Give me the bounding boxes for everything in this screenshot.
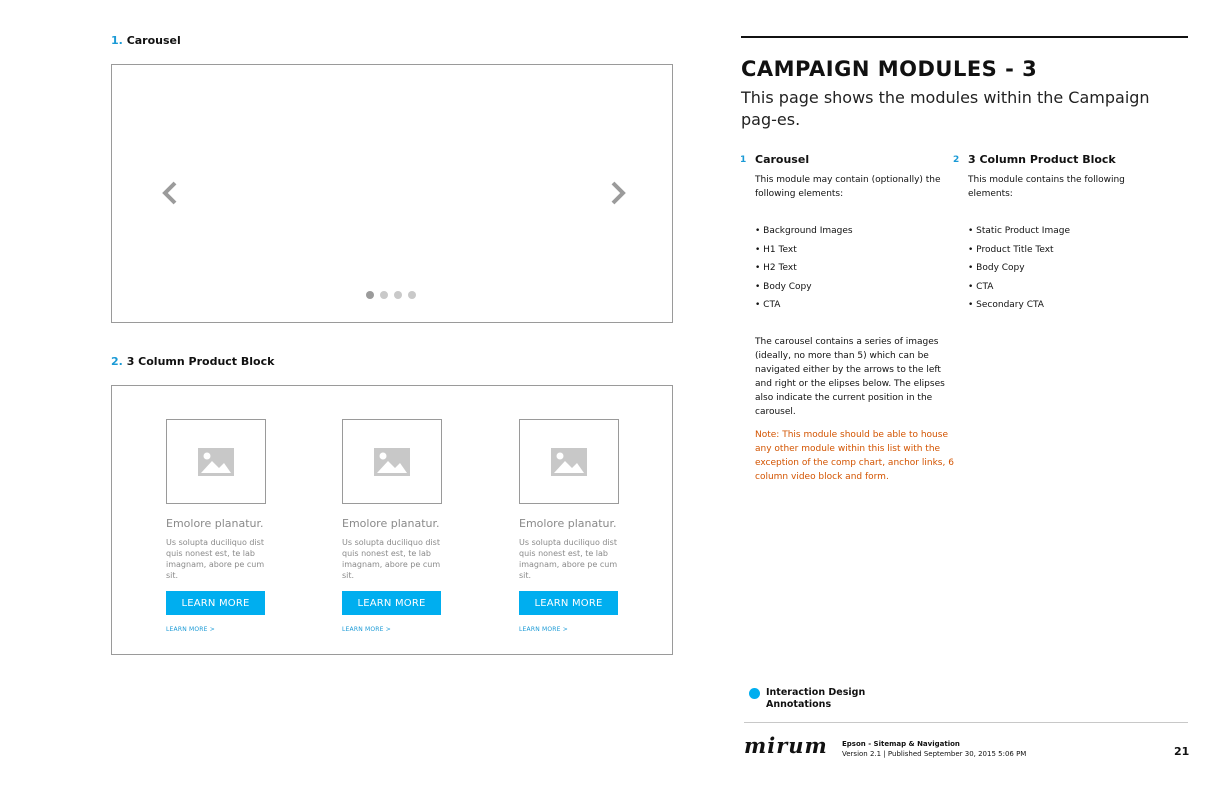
learn-more-button[interactable]: LEARN MORE bbox=[519, 591, 618, 615]
product-card: Emolore planatur. Us solupta duciliquo d… bbox=[519, 419, 619, 633]
list-item: • CTA bbox=[755, 300, 781, 310]
product-body: Us solupta duciliquo dist quis nonest es… bbox=[166, 538, 265, 580]
list-item: • Static Product Image bbox=[968, 226, 1070, 236]
product-section-number: 2. bbox=[111, 355, 123, 368]
product-image bbox=[342, 419, 442, 504]
image-placeholder-icon bbox=[374, 447, 410, 476]
annotation-note: Note: This module should be able to hous… bbox=[755, 430, 954, 482]
product-image bbox=[166, 419, 266, 504]
legend-label: Interaction Design Annotations bbox=[766, 687, 865, 711]
list-item: • Body Copy bbox=[968, 263, 1025, 273]
product-section-label: 2. 3 Column Product Block bbox=[111, 355, 274, 368]
carousel-next-button[interactable] bbox=[609, 180, 627, 206]
header-rule bbox=[741, 36, 1188, 38]
list-item: • H1 Text bbox=[755, 244, 797, 255]
legend-dot-icon bbox=[749, 688, 760, 699]
product-image bbox=[519, 419, 619, 504]
carousel-section-label: 1. Carousel bbox=[111, 34, 181, 47]
annotation-paragraph: The carousel contains a series of images… bbox=[755, 337, 945, 417]
annotation-intro: This module may contain (optionally) the… bbox=[755, 175, 941, 199]
annotation-number: 2 bbox=[953, 155, 960, 165]
learn-more-link[interactable]: LEARN MORE > bbox=[166, 626, 215, 633]
list-item: • H2 Text bbox=[755, 263, 797, 273]
page-subtitle: This page shows the modules within the C… bbox=[741, 88, 1150, 129]
carousel-section-number: 1. bbox=[111, 34, 123, 47]
list-item: • CTA bbox=[968, 281, 994, 292]
list-item: • Secondary CTA bbox=[968, 300, 1044, 310]
footer-rule bbox=[744, 722, 1188, 723]
carousel-dot[interactable] bbox=[366, 291, 374, 299]
annotation-list: • Static Product Image • Product Title T… bbox=[968, 224, 1070, 317]
annotation-heading: 3 Column Product Block bbox=[968, 153, 1116, 166]
brand-logo: mirum bbox=[744, 733, 828, 758]
page-title: CAMPAIGN MODULES - 3 bbox=[741, 57, 1038, 81]
product-block-module: Emolore planatur. Us solupta duciliquo d… bbox=[111, 385, 673, 655]
doc-title: Epson - Sitemap & Navigation bbox=[842, 740, 960, 748]
product-title: Emolore planatur. bbox=[166, 517, 264, 530]
carousel-section-title: Carousel bbox=[126, 34, 181, 47]
product-title: Emolore planatur. bbox=[342, 517, 440, 530]
annotation-number: 1 bbox=[740, 155, 747, 165]
chevron-right-icon bbox=[611, 181, 626, 205]
learn-more-button[interactable]: LEARN MORE bbox=[342, 591, 441, 615]
learn-more-link[interactable]: LEARN MORE > bbox=[519, 626, 568, 633]
image-placeholder-icon bbox=[198, 447, 234, 476]
legend-line-1: Interaction Design bbox=[766, 687, 866, 698]
list-item: • Body Copy bbox=[755, 281, 812, 292]
product-body: Us solupta duciliquo dist quis nonest es… bbox=[519, 538, 618, 580]
doc-version: Version 2.1 | Published September 30, 20… bbox=[842, 750, 1027, 758]
carousel-module bbox=[111, 64, 673, 323]
page-number: 21 bbox=[1174, 745, 1190, 758]
product-card: Emolore planatur. Us solupta duciliquo d… bbox=[342, 419, 442, 633]
learn-more-button[interactable]: LEARN MORE bbox=[166, 591, 265, 615]
chevron-left-icon bbox=[162, 181, 177, 205]
legend-line-2: Annotations bbox=[766, 699, 832, 710]
carousel-pagination bbox=[366, 291, 416, 299]
product-title: Emolore planatur. bbox=[519, 517, 617, 530]
list-item: • Background Images bbox=[755, 226, 853, 236]
learn-more-link[interactable]: LEARN MORE > bbox=[342, 626, 391, 633]
annotation-list: • Background Images • H1 Text • H2 Text … bbox=[755, 224, 853, 317]
product-body: Us solupta duciliquo dist quis nonest es… bbox=[342, 538, 441, 580]
annotation-intro: This module contains the following eleme… bbox=[968, 175, 1125, 199]
product-card: Emolore planatur. Us solupta duciliquo d… bbox=[166, 419, 266, 633]
carousel-dot[interactable] bbox=[380, 291, 388, 299]
product-section-title: 3 Column Product Block bbox=[126, 355, 275, 368]
annotation-heading: Carousel bbox=[755, 153, 810, 166]
image-placeholder-icon bbox=[551, 447, 587, 476]
list-item: • Product Title Text bbox=[968, 244, 1054, 255]
carousel-dot[interactable] bbox=[408, 291, 416, 299]
carousel-prev-button[interactable] bbox=[161, 180, 179, 206]
footer-meta: Epson - Sitemap & Navigation Version 2.1… bbox=[842, 739, 1026, 759]
carousel-dot[interactable] bbox=[394, 291, 402, 299]
